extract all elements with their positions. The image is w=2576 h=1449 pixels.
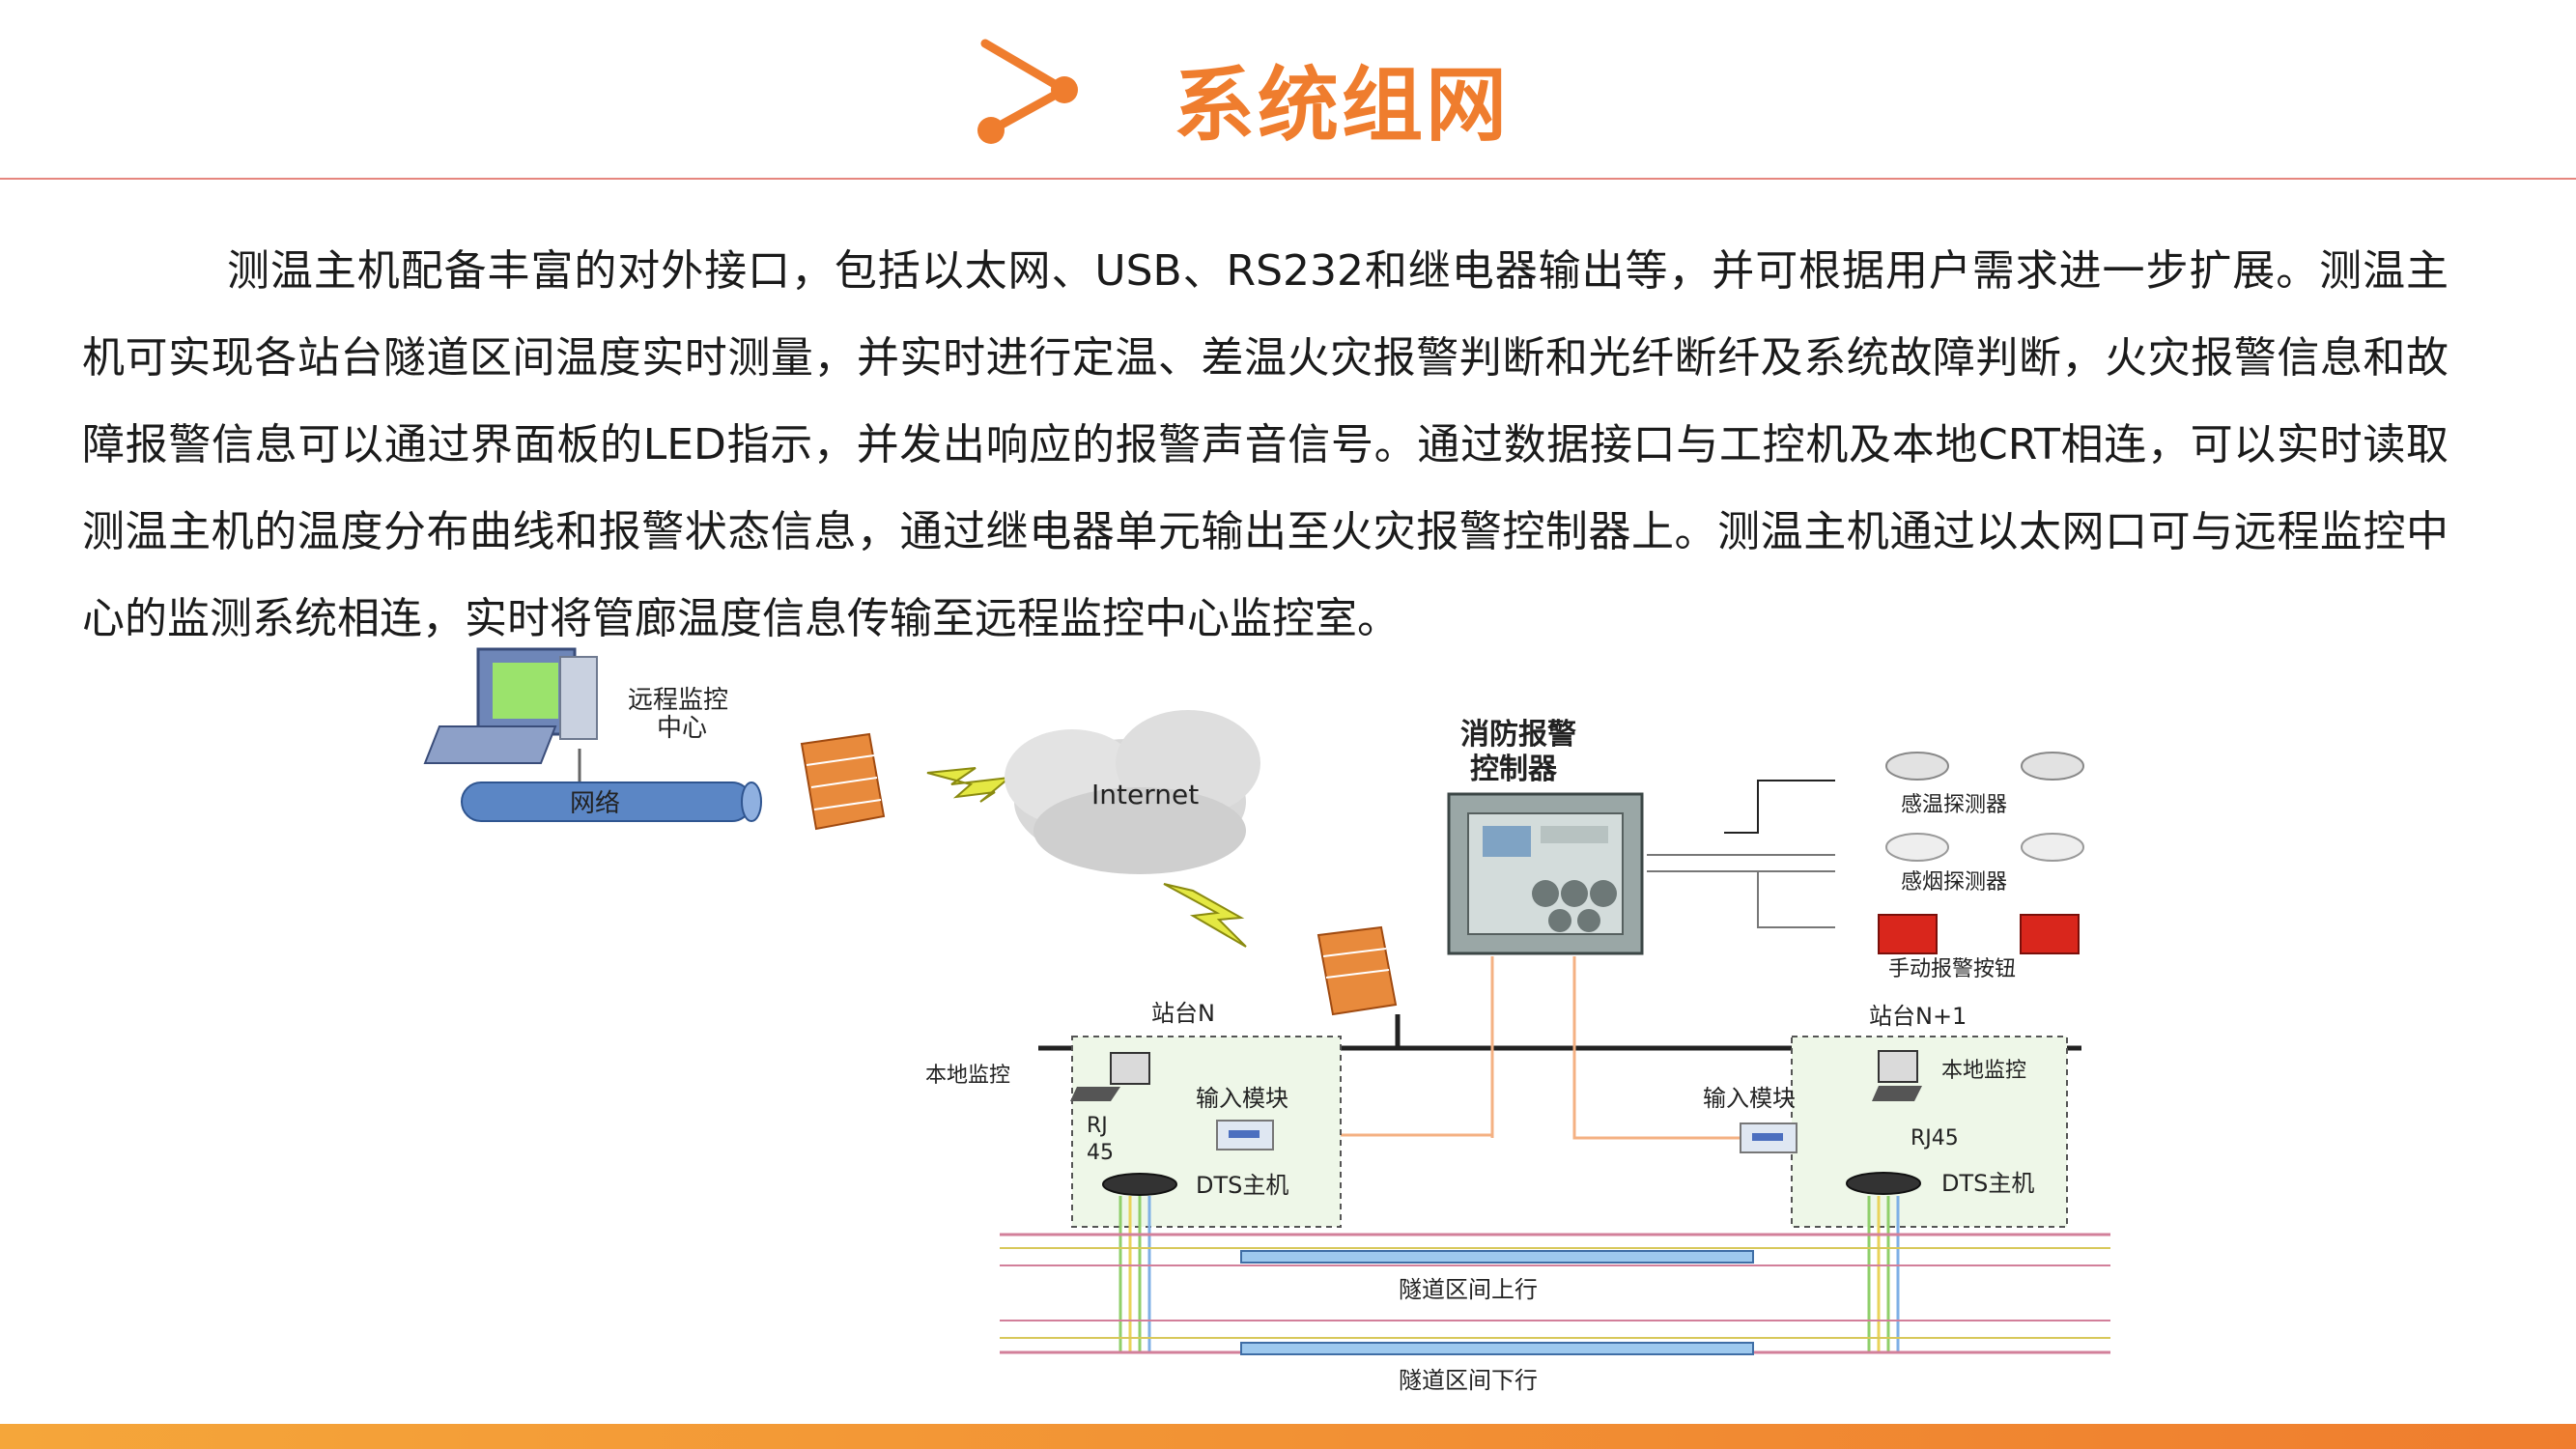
tunnel-up-bar (1240, 1250, 1754, 1264)
slide-header: 系统组网 (0, 0, 2576, 184)
title-divider (0, 178, 2576, 180)
rj45-left-label: RJ (1087, 1114, 1108, 1138)
smoke-detector-label: 感烟探测器 (1901, 870, 2007, 895)
input-module-icon (1216, 1120, 1274, 1151)
page-title: 系统组网 (1174, 58, 1511, 153)
local-monitor-right-label: 本地监控 (1941, 1059, 2026, 1083)
dts-host-left-label: DTS主机 (1196, 1172, 1288, 1199)
monitor-icon-2 (1872, 1050, 1922, 1101)
station-n1-box (1791, 1036, 2068, 1228)
heat-detector-icon (1885, 752, 2084, 781)
share-icon (977, 39, 1078, 144)
firewall-icon-2 (1316, 925, 1398, 1016)
smoke-detector-icon (1885, 833, 2084, 862)
heat-detector-label: 感温探测器 (1901, 793, 2007, 817)
network-pipe (461, 781, 762, 822)
input-module-right-label: 输入模块 (1703, 1085, 1796, 1112)
monitor-icon (1070, 1052, 1150, 1101)
remote-center-label: 远程监控 (628, 686, 728, 715)
wireless-link-icon (926, 767, 1013, 803)
fiber-drops-left (1118, 1196, 1151, 1352)
fiber-drops-right (1867, 1196, 1900, 1352)
internet-cloud-icon (1005, 710, 1260, 874)
rj45-right-label: RJ45 (1911, 1126, 1959, 1151)
track-lines (1000, 1233, 2110, 1354)
dts-host-icon (1102, 1173, 1177, 1196)
tunnel-down-bar (1240, 1342, 1754, 1355)
fire-controller-label-2: 控制器 (1470, 753, 1558, 786)
fire-controller-icon (1447, 792, 1644, 955)
input-module-left-label: 输入模块 (1196, 1085, 1288, 1112)
station-n-label: 站台N (1151, 1000, 1215, 1027)
network-label: 网络 (570, 789, 620, 818)
tunnel-up-label: 隧道区间上行 (1399, 1276, 1538, 1303)
dts-host-icon-2 (1846, 1172, 1921, 1195)
dts-host-right-label: DTS主机 (1941, 1170, 2034, 1197)
remote-center-label-2: 中心 (657, 714, 707, 743)
firewall-icon (800, 732, 886, 831)
wireless-link-icon-2 (1163, 883, 1247, 948)
input-module-icon-2 (1740, 1122, 1798, 1153)
computer-icon (423, 647, 598, 764)
footer-bar (0, 1424, 2576, 1449)
station-n1-label: 站台N+1 (1869, 1003, 1967, 1030)
description-paragraph: 测温主机配备丰富的对外接口，包括以太网、USB、RS232和继电器输出等，并可根… (82, 246, 2449, 643)
tunnel-down-label: 隧道区间下行 (1399, 1367, 1538, 1394)
manual-alarm-icon (1878, 914, 2080, 954)
rj45-left-label-2: 45 (1087, 1141, 1114, 1165)
local-monitor-left-label: 本地监控 (925, 1064, 1010, 1088)
internet-label: Internet (1091, 779, 1199, 810)
fire-controller-label: 消防报警 (1460, 718, 1576, 752)
manual-alarm-label: 手动报警按钮 (1888, 957, 2016, 981)
